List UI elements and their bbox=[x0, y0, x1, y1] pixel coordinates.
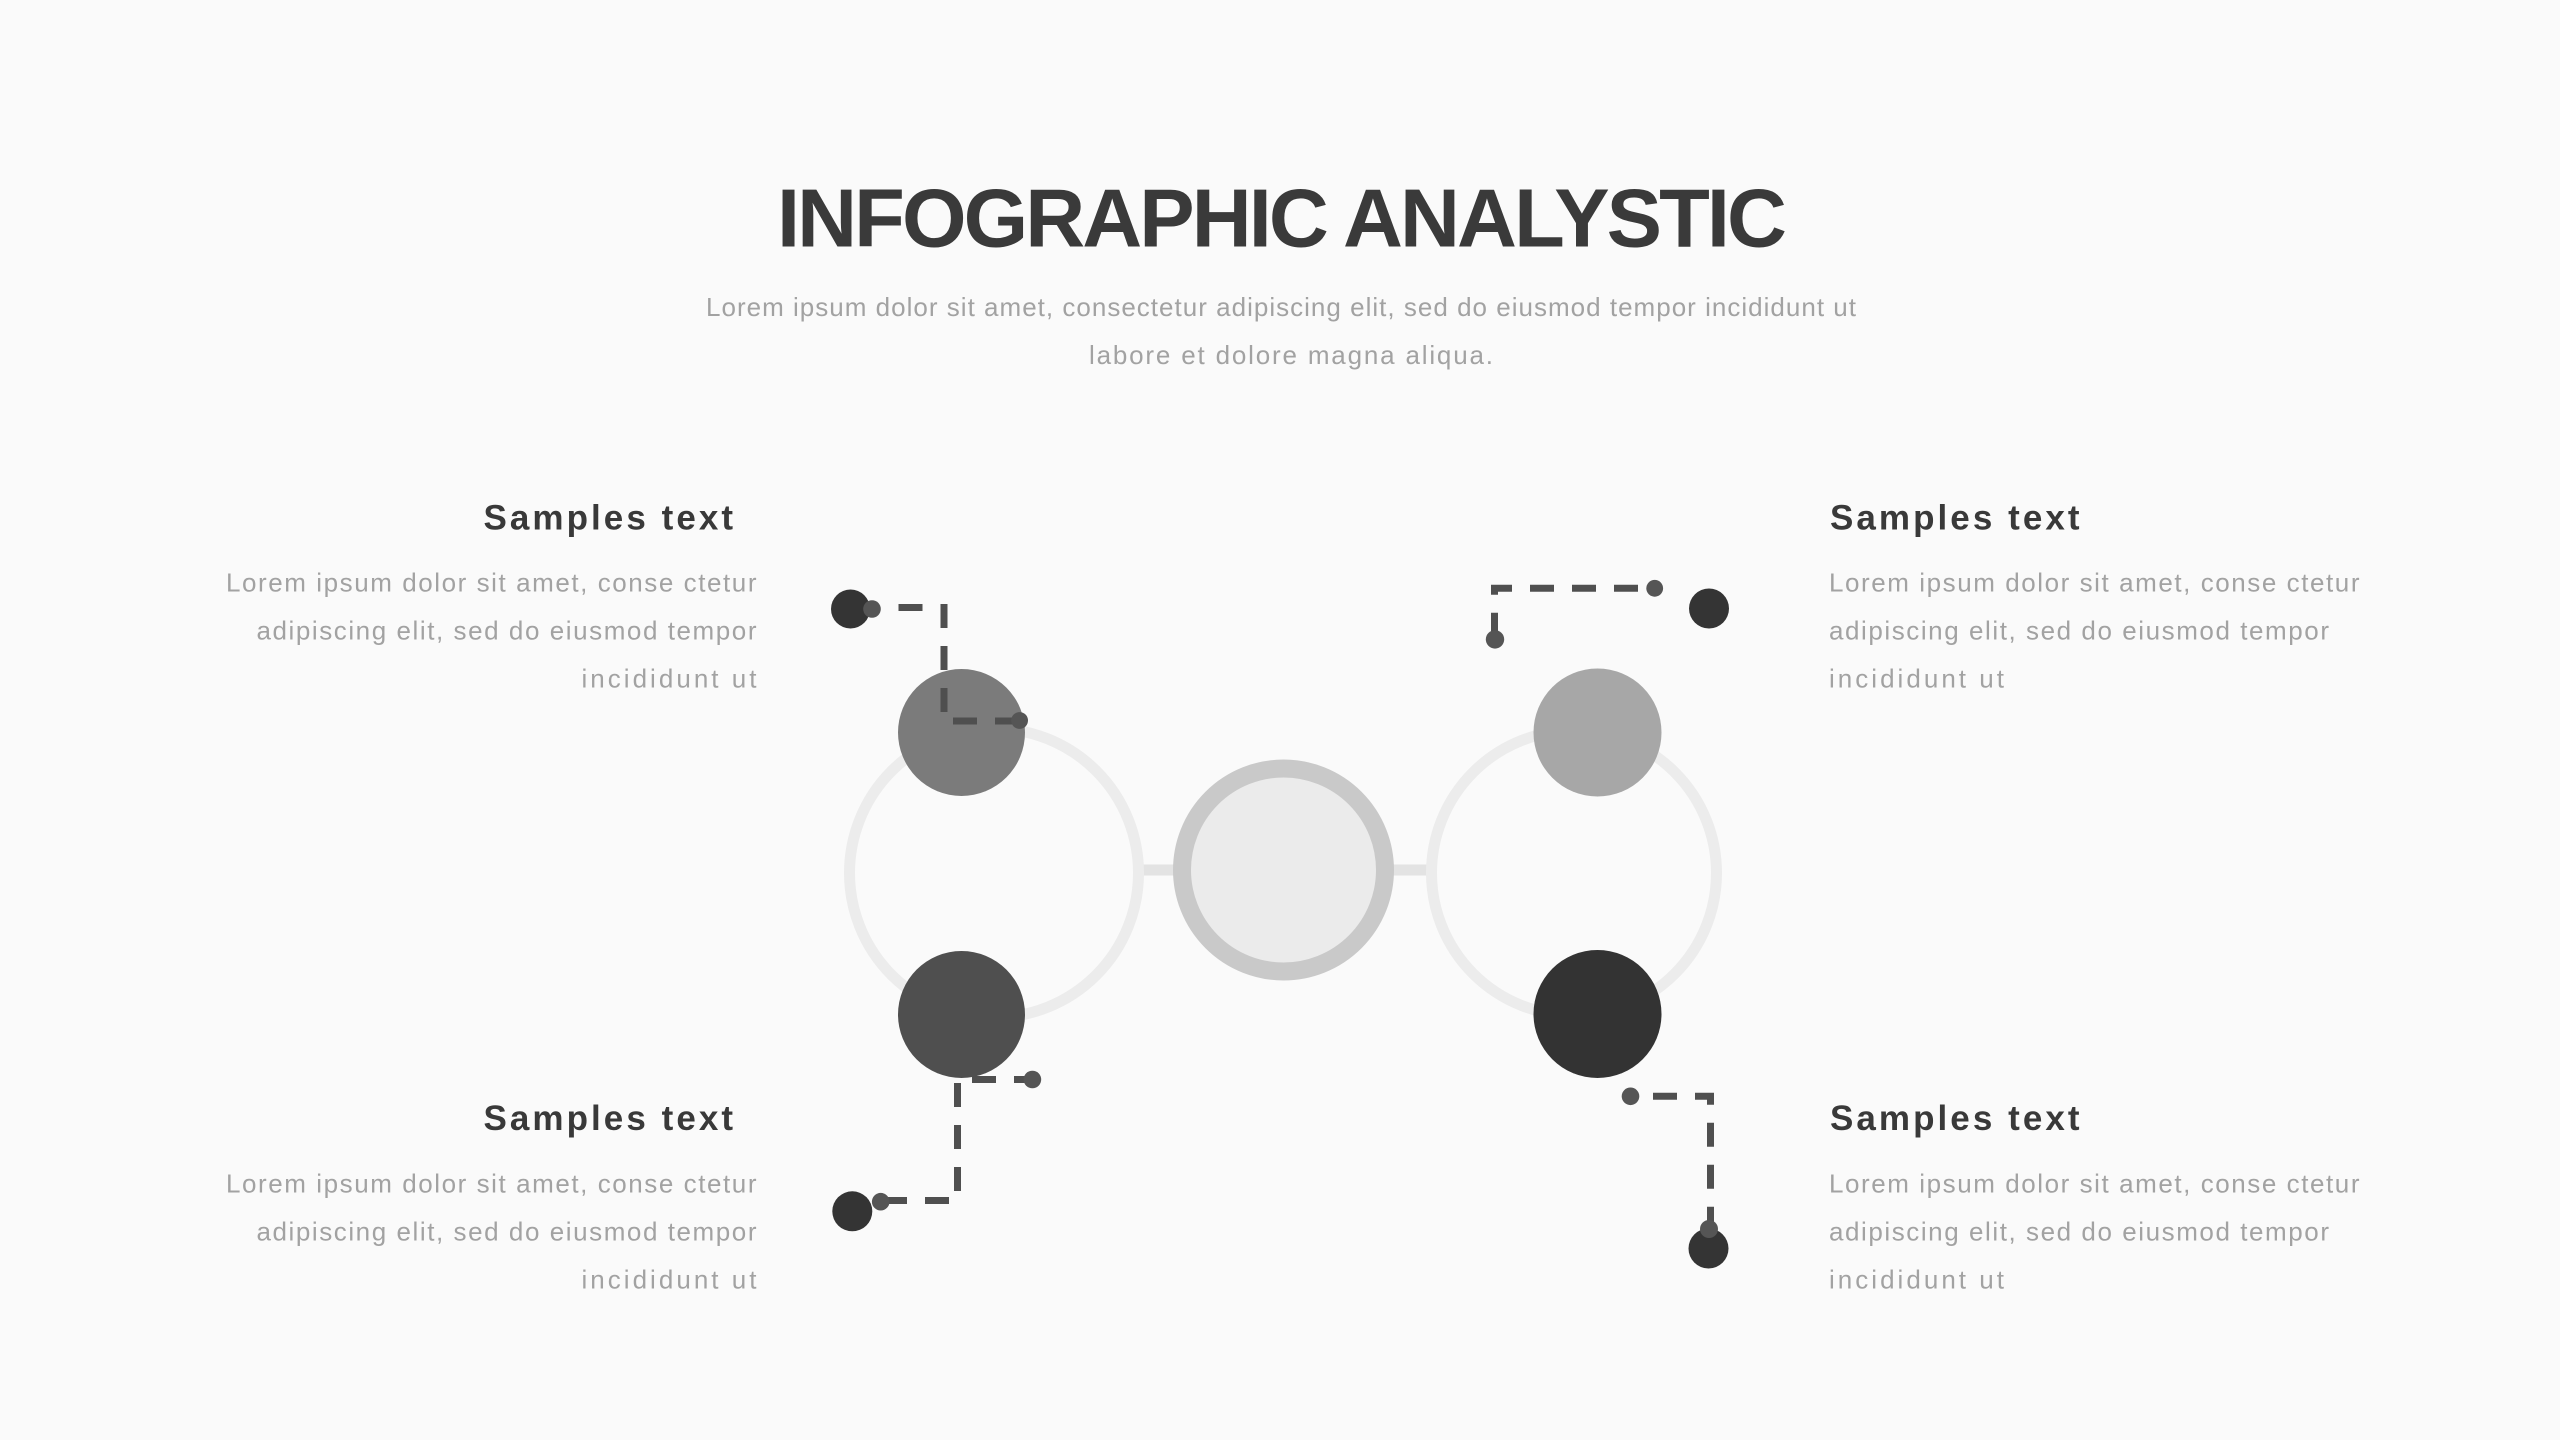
svg-text:adipiscing elit, sed do eiusmo: adipiscing elit, sed do eiusmod tempor bbox=[257, 616, 757, 646]
svg-text:Lorem ipsum dolor sit amet, co: Lorem ipsum dolor sit amet, conse ctetur bbox=[1829, 1169, 2360, 1199]
svg-text:incididunt ut: incididunt ut bbox=[582, 1265, 758, 1295]
svg-text:Samples text: Samples text bbox=[484, 1099, 734, 1138]
svg-text:adipiscing elit, sed do eiusmo: adipiscing elit, sed do eiusmod tempor bbox=[1829, 616, 2329, 646]
svg-text:incididunt ut: incididunt ut bbox=[1829, 1265, 2005, 1295]
svg-text:Samples text: Samples text bbox=[1830, 1099, 2080, 1138]
svg-text:Lorem ipsum dolor sit amet, co: Lorem ipsum dolor sit amet, conse ctetur bbox=[226, 1169, 757, 1199]
svg-text:Lorem ipsum dolor sit amet, co: Lorem ipsum dolor sit amet, conse ctetur bbox=[1829, 568, 2360, 598]
svg-text:adipiscing elit, sed do eiusmo: adipiscing elit, sed do eiusmod tempor bbox=[257, 1217, 757, 1247]
svg-text:Lorem ipsum dolor sit amet, co: Lorem ipsum dolor sit amet, consectetur … bbox=[706, 292, 1857, 322]
svg-text:Lorem ipsum dolor sit amet, co: Lorem ipsum dolor sit amet, conse ctetur bbox=[226, 568, 757, 598]
svg-text:INFOGRAPHIC ANALYSTIC: INFOGRAPHIC ANALYSTIC bbox=[777, 172, 1787, 265]
svg-text:adipiscing elit, sed do eiusmo: adipiscing elit, sed do eiusmod tempor bbox=[1829, 1217, 2329, 1247]
svg-text:labore et dolore magna aliqua.: labore et dolore magna aliqua. bbox=[1089, 340, 1493, 370]
svg-text:Samples text: Samples text bbox=[1830, 499, 2080, 538]
svg-text:Samples text: Samples text bbox=[484, 499, 734, 538]
svg-text:incididunt ut: incididunt ut bbox=[1829, 664, 2005, 694]
svg-text:incididunt ut: incididunt ut bbox=[582, 664, 758, 694]
